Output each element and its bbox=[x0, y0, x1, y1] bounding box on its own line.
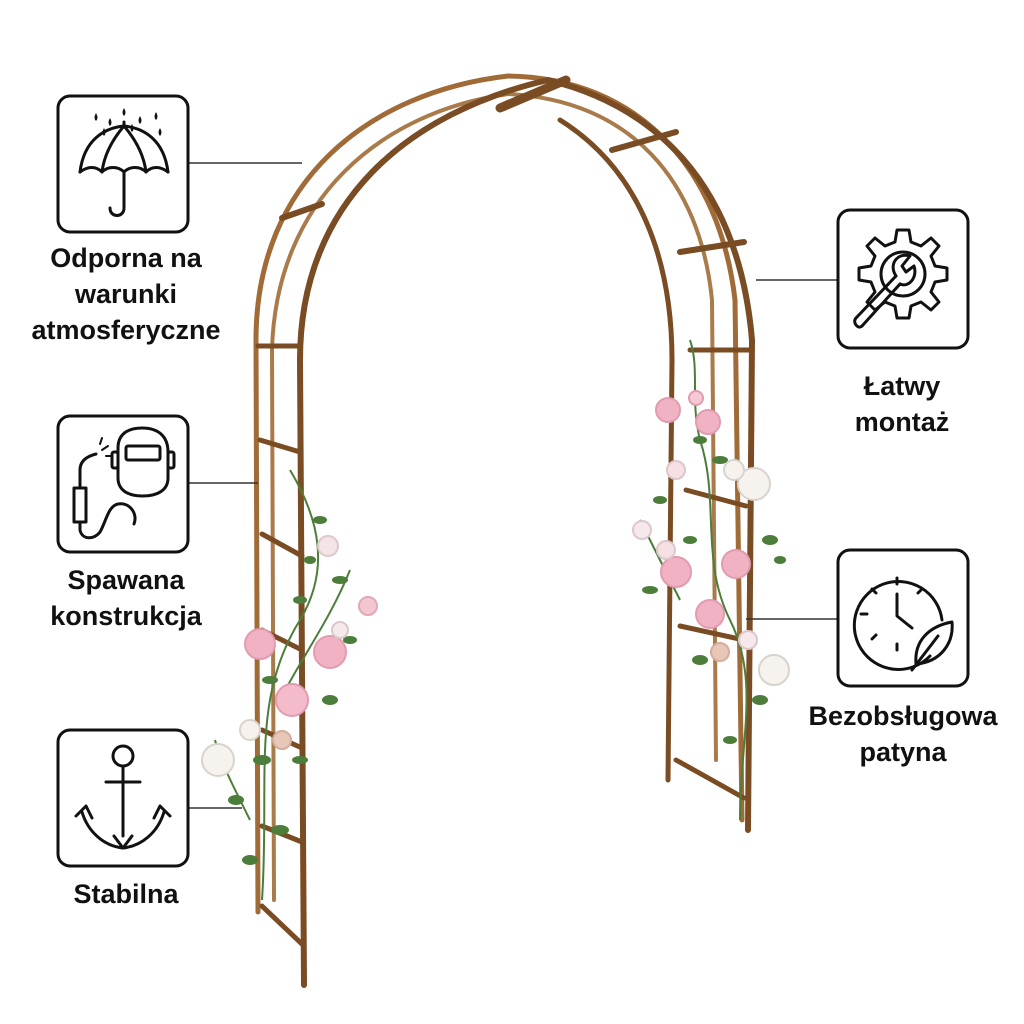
garden-arch bbox=[253, 73, 756, 988]
gear-wrench-icon bbox=[836, 208, 970, 350]
feature-label-welded-construction: Spawana konstrukcja bbox=[50, 565, 202, 631]
welding-torch-mask-icon bbox=[56, 414, 190, 554]
feature-label-maintenance-free-patina: Bezobsługowa patyna bbox=[808, 701, 998, 767]
climbing-roses-left bbox=[201, 469, 378, 901]
callout-lines bbox=[188, 162, 838, 809]
clock-leaf-icon bbox=[836, 548, 970, 688]
climbing-roses-right bbox=[632, 339, 790, 821]
feature-label-easy-assembly: Łatwy montaż bbox=[854, 371, 950, 437]
umbrella-rain-icon bbox=[56, 94, 190, 234]
anchor-icon bbox=[56, 728, 190, 868]
feature-label-stable: Stabilna bbox=[73, 879, 179, 909]
feature-label-weather-resistant: Odporna na warunki atmosferyczne bbox=[31, 243, 221, 345]
